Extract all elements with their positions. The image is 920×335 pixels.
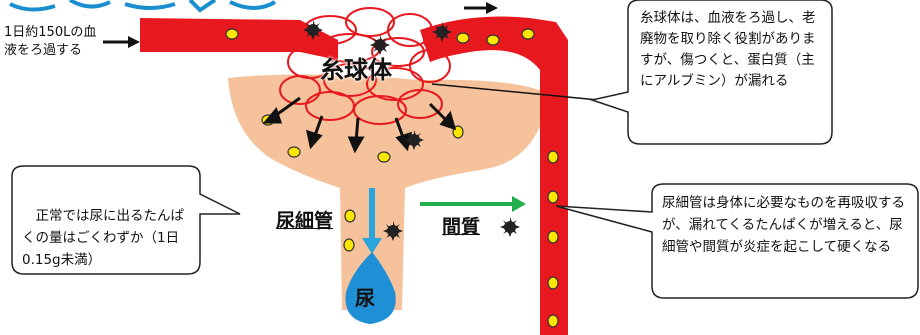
interstitium-arrow — [420, 196, 526, 212]
tubule-label: 尿細管 — [276, 210, 334, 232]
glomerulus-tangle — [279, 7, 457, 125]
inflow-arrow — [103, 36, 140, 48]
tubule-callout-shape — [555, 183, 919, 299]
urine-label: 尿 — [355, 286, 375, 310]
glomerulus-label: 糸球体 — [320, 56, 392, 84]
interstitium-label: 間質 — [442, 216, 481, 238]
blood-cells — [225, 28, 559, 328]
normal-callout-shape — [11, 165, 241, 275]
filtration-note: 1日約150Lの血液をろ過する — [4, 25, 97, 58]
glomerulus-callout-shape — [589, 0, 833, 145]
tubule-description: 尿細管は身体に必要なものを再吸収するが、漏れてくるたんぱくが増えると、尿細管や間… — [662, 195, 905, 255]
normal-protein-note: 正常では尿に出るたんぱくの量はごくわずか（1日0.15g未満） — [22, 208, 184, 268]
title-fragment — [9, 0, 277, 13]
outflow-arrow — [464, 2, 498, 14]
urine-drop — [345, 252, 396, 324]
protein-particles — [303, 20, 520, 241]
tubule-flow-arrow — [362, 188, 382, 254]
afferent-vessel — [140, 18, 338, 60]
efferent-vessel — [420, 16, 568, 335]
glomerulus-description: 糸球体は、血液をろ過し、老廃物を取り除く役割がありますが、傷つくと、蛋白質（主に… — [640, 10, 816, 89]
filtration-arrows — [262, 96, 457, 154]
